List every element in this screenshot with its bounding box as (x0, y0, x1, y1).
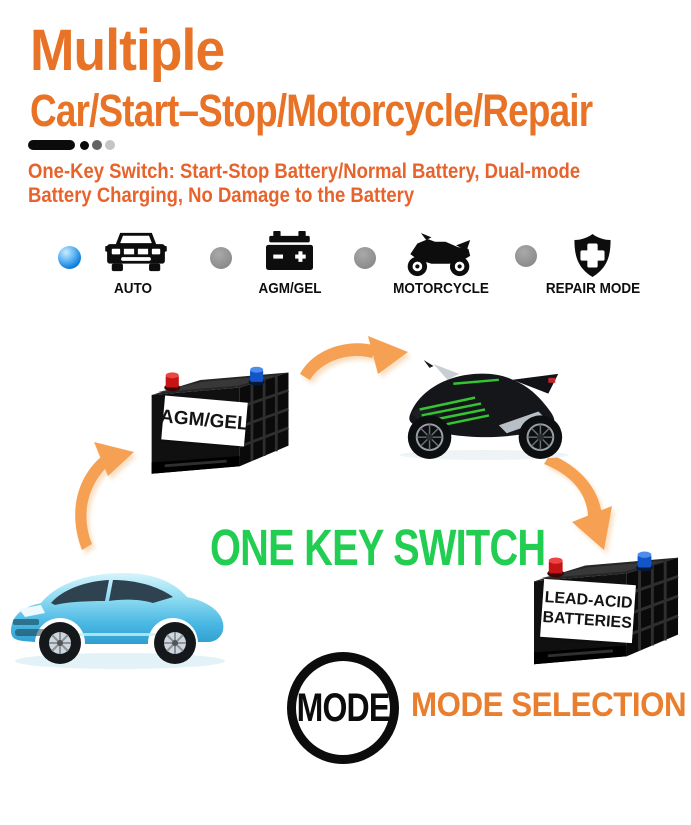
agm-battery-image: AGM/GEL (146, 348, 296, 487)
divider-dot-1 (80, 141, 89, 150)
motorcycle-front-wheel (407, 415, 452, 459)
mode-label-agm-gel: AGM/GEL (258, 280, 322, 297)
arrow-car-to-battery (75, 442, 134, 550)
mode-button-icon: MODE (287, 652, 399, 764)
mode-label-auto: AUTO (113, 280, 153, 297)
lead-acid-battery-image: LEAD-ACID BATTERIES (528, 532, 686, 678)
mode-indicator-dot-auto (58, 246, 81, 269)
mode-button-label: MODE (296, 685, 391, 730)
description: One-Key Switch: Start-Stop Battery/Norma… (28, 160, 580, 208)
mode-indicator-dot-agm (210, 247, 232, 269)
mode-indicator-dot-repair (515, 245, 537, 267)
motorcycle-rear-wheel (518, 415, 563, 459)
blue-car-image (11, 573, 225, 669)
one-key-switch-text: ONE KEY SWITCH (210, 519, 546, 576)
shield-plus-icon (574, 234, 611, 277)
mode-selection-caption: MODE SELECTION (411, 686, 687, 724)
divider-bar (28, 140, 75, 150)
divider-dot-3 (105, 140, 115, 150)
motorcycle-icon (407, 233, 471, 277)
agm-battery-label: AGM/GEL (159, 395, 249, 448)
motorcycle-image (399, 360, 569, 460)
divider-dot-2 (92, 140, 102, 150)
car-front-wheel (39, 622, 81, 664)
page-title: Multiple (30, 18, 225, 83)
description-line-1: One-Key Switch: Start-Stop Battery/Norma… (28, 160, 581, 183)
mode-label-repair-mode: REPAIR MODE (545, 280, 641, 297)
battery-icon (266, 231, 313, 270)
mode-label-motorcycle: MOTORCYCLE (393, 280, 489, 297)
page-subtitle: Car/Start–Stop/Motorcycle/Repair (30, 85, 593, 136)
arrow-motorcycle-to-battery (544, 454, 612, 550)
lead-acid-battery-label: LEAD-ACID BATTERIES (540, 578, 636, 644)
car-rear-wheel (154, 622, 196, 664)
mode-indicator-dot-motorcycle (354, 247, 376, 269)
car-icon (105, 232, 167, 272)
arrow-battery-to-motorcycle (300, 336, 408, 380)
description-line-2: Battery Charging, No Damage to the Batte… (28, 184, 415, 207)
